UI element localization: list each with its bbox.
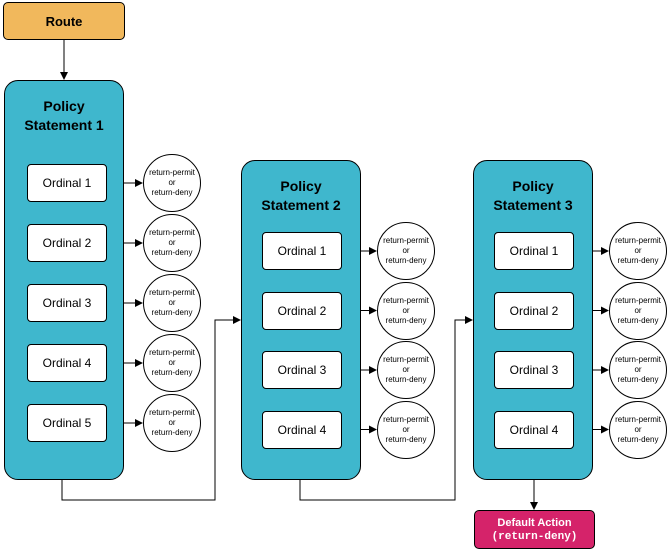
ordinal-box: Ordinal 4 (262, 410, 342, 449)
result-text: return-permit (383, 236, 429, 245)
ordinal-box: Ordinal 3 (262, 351, 342, 389)
ordinal-label: Ordinal 2 (509, 303, 559, 318)
statement2-to-statement3-arrow (299, 316, 473, 501)
ordinal-box: Ordinal 2 (262, 291, 342, 330)
result-text: return-deny (617, 256, 659, 265)
route-label: Route (45, 13, 83, 29)
ordinal-label: Ordinal 1 (509, 244, 559, 258)
result-text: return-permit (149, 288, 195, 297)
statement-title-line1: Policy (512, 178, 554, 194)
result-text: return-permit (383, 295, 429, 305)
result-text: or (168, 298, 176, 307)
default-action-label: Default Action (497, 516, 572, 529)
result-text: return-permit (149, 348, 195, 357)
result-text: or (402, 246, 410, 255)
result-text: return-deny (385, 256, 427, 265)
ordinal-box: Ordinal 3 (494, 351, 574, 389)
result-text: return-permit (615, 414, 661, 424)
result-text: or (402, 365, 410, 374)
ordinal-box: Ordinal 4 (27, 344, 107, 382)
result-text: return-permit (615, 295, 661, 305)
result-text: or (402, 424, 410, 434)
result-text: return-deny (617, 375, 659, 384)
statement1-to-statement2-arrow (61, 316, 241, 501)
ordinal-label: Ordinal 5 (42, 416, 92, 430)
ordinal-box: Ordinal 3 (27, 284, 107, 322)
ordinal-label: Ordinal 4 (509, 422, 559, 437)
default-action-value: (return-deny) (491, 530, 578, 543)
result-text: return-deny (385, 434, 427, 444)
result-text: return-permit (149, 228, 195, 237)
route-box: Route (3, 2, 125, 40)
ordinal-box: Ordinal 1 (494, 232, 574, 270)
statement-title-line2: Statement 2 (261, 197, 341, 213)
result-text: return-deny (151, 308, 193, 317)
ordinal-box: Ordinal 5 (27, 404, 107, 442)
result-text: return-permit (383, 355, 429, 364)
ordinal-label: Ordinal 2 (42, 236, 92, 250)
ordinal-label: Ordinal 1 (277, 244, 327, 258)
result-text: or (634, 305, 642, 315)
statement-title-line2: Statement 3 (493, 197, 573, 213)
result-text: or (168, 418, 176, 427)
result-text: return-deny (617, 315, 659, 325)
ordinal-box: Ordinal 1 (27, 164, 107, 202)
result-text: return-deny (385, 375, 427, 384)
ordinal-label: Ordinal 3 (42, 296, 92, 310)
result-text: return-permit (615, 355, 661, 364)
statement-title-line2: Statement 1 (24, 117, 104, 133)
result-text: return-deny (617, 434, 659, 444)
ordinal-label: Ordinal 3 (277, 363, 327, 377)
default-action-box: Default Action (return-deny) (474, 510, 595, 549)
ordinal-label: Ordinal 1 (42, 176, 92, 190)
result-text: return-permit (383, 414, 429, 424)
statement-title-line1: Policy (43, 98, 85, 114)
ordinal-box: Ordinal 2 (494, 291, 574, 330)
statement-title-line1: Policy (280, 178, 322, 194)
result-text: return-permit (149, 168, 195, 177)
result-text: or (634, 365, 642, 374)
result-text: or (634, 424, 642, 434)
result-text: or (168, 358, 176, 367)
result-text: return-deny (151, 368, 193, 377)
ordinal-label: Ordinal 4 (42, 356, 92, 370)
result-text: return-deny (151, 248, 193, 257)
result-text: or (402, 305, 410, 315)
result-text: return-permit (149, 408, 195, 417)
ordinal-label: Ordinal 3 (509, 363, 559, 377)
ordinal-box: Ordinal 1 (262, 232, 342, 270)
result-text: or (634, 246, 642, 255)
result-text: return-deny (151, 188, 193, 197)
result-text: or (168, 178, 176, 187)
ordinal-label: Ordinal 2 (277, 303, 327, 318)
ordinal-label: Ordinal 4 (277, 422, 327, 437)
result-text: return-deny (151, 428, 193, 437)
ordinal-box: Ordinal 2 (27, 224, 107, 262)
result-text: return-deny (385, 315, 427, 325)
result-text: return-permit (615, 236, 661, 245)
result-text: or (168, 238, 176, 247)
ordinal-box: Ordinal 4 (494, 410, 574, 449)
